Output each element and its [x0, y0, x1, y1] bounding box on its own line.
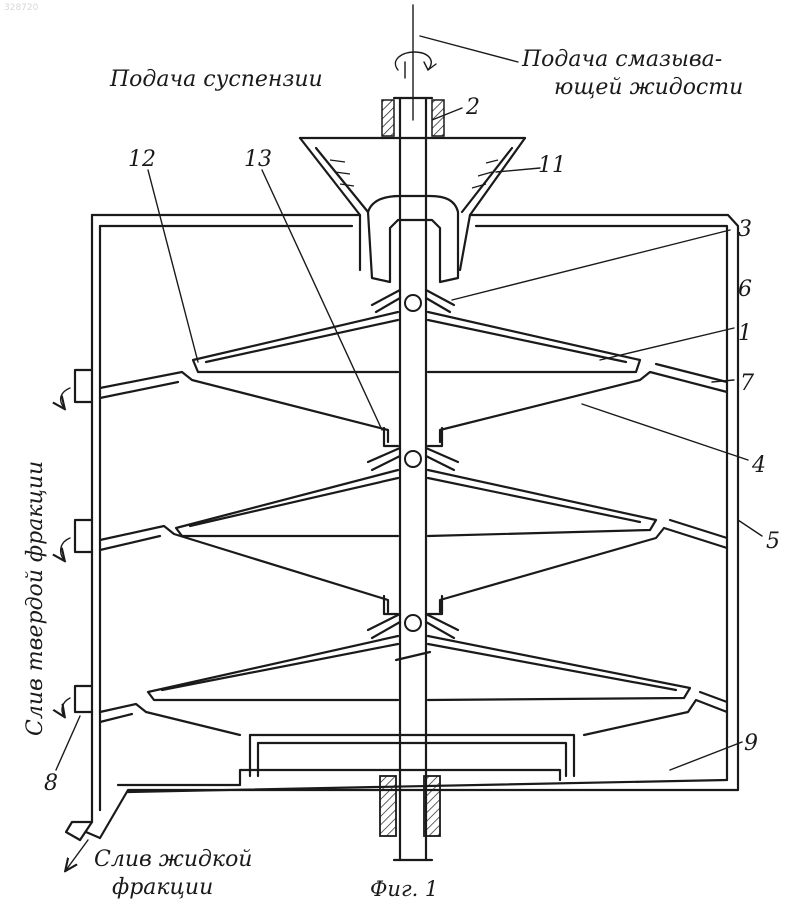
label-feed-lubricant-line1: Подача смазыва-: [521, 47, 722, 72]
callout-6: 6: [738, 277, 752, 302]
solid-drain-ports: [61, 370, 92, 716]
central-shaft: [380, 5, 444, 860]
label-feed-suspension: Подача суспензии: [109, 67, 323, 92]
callout-12: 12: [128, 147, 156, 172]
label-drain-liquid-line1: Слив жидкой: [94, 847, 252, 872]
watermark-text: 328720: [4, 3, 39, 13]
label-feed-lubricant-line2: ющей жидости: [554, 75, 743, 100]
disc-stage-3: [100, 614, 727, 735]
callout-3: 3: [738, 217, 752, 242]
callout-5: 5: [766, 529, 780, 554]
callout-13: 13: [244, 147, 272, 172]
feed-funnel: [300, 138, 525, 282]
callout-1: 1: [738, 321, 752, 346]
callout-11: 11: [538, 153, 566, 178]
disc-stage-2: [100, 448, 727, 614]
figure-caption: Фиг. 1: [370, 877, 438, 901]
disc-stage-1: [100, 290, 727, 446]
callout-9: 9: [744, 731, 758, 756]
callout-2: 2: [465, 95, 480, 120]
label-drain-solid: Слив твердой фракции: [23, 461, 48, 736]
callout-7: 7: [740, 371, 754, 396]
callout-4: 4: [751, 453, 766, 478]
callout-8: 8: [44, 771, 58, 796]
label-drain-liquid-line2: фракции: [112, 875, 213, 900]
